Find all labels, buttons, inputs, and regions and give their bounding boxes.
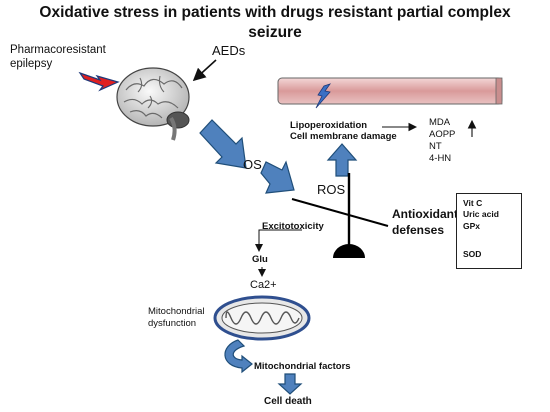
mitochondrion-icon bbox=[213, 295, 311, 341]
balance-scale-icon bbox=[291, 173, 389, 258]
label-epilepsy: epilepsy bbox=[10, 58, 53, 70]
marker-mda: MDA bbox=[429, 117, 451, 128]
label-pharmacoresistant: Pharmacoresistant bbox=[10, 44, 106, 56]
label-excitotoxicity: Excitotoxicity bbox=[262, 221, 324, 232]
label-lipoperoxidation: Lipoperoxidation bbox=[290, 120, 368, 131]
marker-aopp: AOPP bbox=[429, 129, 456, 140]
antioxidant-sod: SOD bbox=[463, 249, 482, 259]
cell-membrane-icon bbox=[277, 77, 503, 105]
label-cell-death: Cell death bbox=[264, 396, 312, 407]
label-ca2: Ca2+ bbox=[250, 279, 277, 291]
arrow-ros-to-membrane bbox=[326, 143, 358, 177]
marker-4hn: 4-HN bbox=[429, 153, 452, 164]
label-mito-dysfunction-1: Mitochondrial bbox=[148, 306, 205, 317]
label-mitochondrial-factors: Mitochondrial factors bbox=[254, 361, 351, 372]
antioxidant-box: Vit C Uric acid GPx SOD bbox=[456, 193, 522, 269]
label-mito-dysfunction-2: dysfunction bbox=[148, 318, 197, 329]
arrow-mito-curve bbox=[224, 339, 253, 374]
label-cell-membrane-damage: Cell membrane damage bbox=[290, 131, 397, 142]
marker-nt: NT bbox=[429, 141, 442, 152]
label-glu: Glu bbox=[252, 254, 268, 265]
brain-icon bbox=[116, 67, 190, 141]
label-aeds: AEDs bbox=[212, 43, 246, 58]
label-defenses: defenses bbox=[392, 223, 445, 237]
label-antioxidant: Antioxidant bbox=[392, 207, 458, 221]
antioxidant-uric-acid: Uric acid bbox=[463, 209, 499, 219]
arrow-brain-to-os bbox=[199, 119, 247, 169]
label-ros: ROS bbox=[317, 182, 346, 197]
epilepsy-bolt-icon bbox=[78, 71, 120, 92]
lightning-icon bbox=[315, 83, 332, 109]
arrow-to-cell-death bbox=[277, 373, 303, 395]
antioxidant-gpx: GPx bbox=[463, 221, 481, 231]
label-os: OS bbox=[243, 157, 262, 172]
title-line-2: seizure bbox=[248, 24, 302, 41]
title-line-1: Oxidative stress in patients with drugs … bbox=[39, 4, 511, 21]
arrow-os-to-ros bbox=[260, 160, 295, 194]
antioxidant-vit-c: Vit C bbox=[463, 198, 483, 208]
